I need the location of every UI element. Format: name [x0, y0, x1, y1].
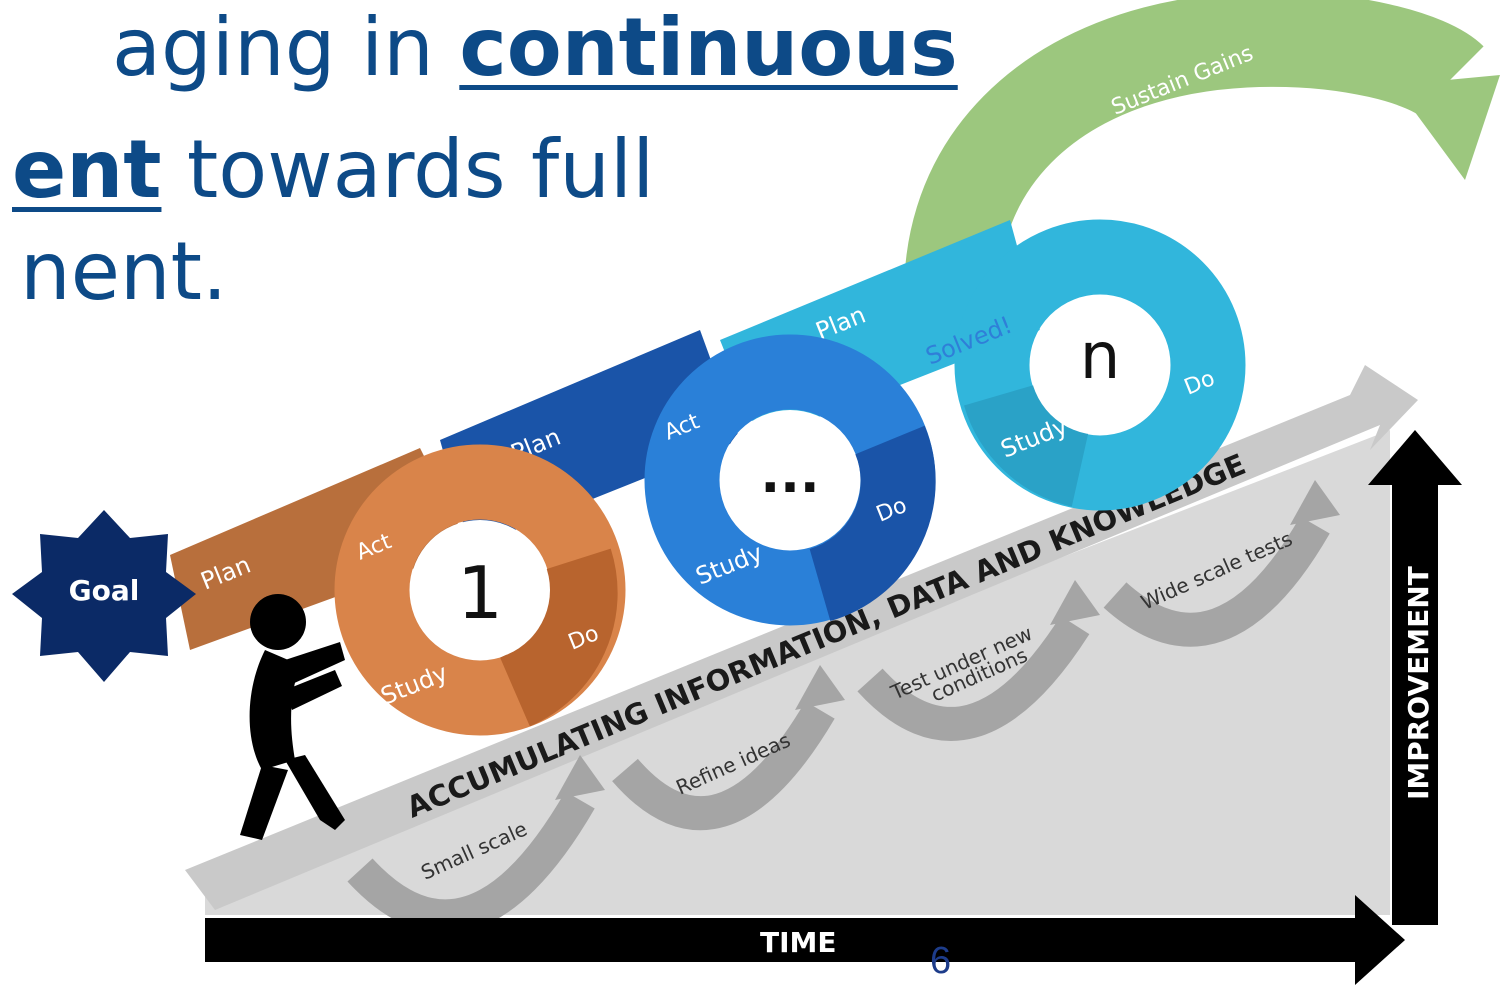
- time-label: TIME: [760, 926, 837, 959]
- goal-label: Goal: [69, 574, 140, 607]
- ramp-area: [205, 430, 1390, 915]
- step-arrowheads: [555, 480, 1340, 800]
- headline-line-3: nent.: [20, 225, 228, 318]
- sustain-gains-arc: [904, 0, 1484, 343]
- headline-emphasis: continuous: [459, 1, 958, 94]
- cycle-2-number: ...: [760, 445, 819, 505]
- cycle-3-ring: [954, 219, 1246, 511]
- headline-line-2: ent towards full: [12, 124, 654, 216]
- time-arrow: [205, 895, 1405, 985]
- improvement-label: IMPROVEMENT: [1402, 566, 1435, 800]
- cycle-1-hub: [410, 520, 550, 660]
- improvement-arrow: [1368, 430, 1462, 925]
- headline-text: towards full: [161, 123, 655, 216]
- cycle-2-hub: [720, 410, 860, 550]
- slide-number: 6: [930, 940, 952, 982]
- cycle-1-number: 1: [457, 551, 503, 635]
- person-pushing-icon: [240, 594, 345, 840]
- headline-line-1: aging in continuous: [112, 2, 958, 94]
- step-arrows: [347, 516, 1330, 934]
- cycle-3-hub: [1030, 295, 1170, 435]
- sustain-gains-arrowhead: [1395, 75, 1500, 180]
- cycle-1-do-segment: [498, 548, 618, 727]
- cycle-3-study-segment: [964, 383, 1090, 507]
- headline-text: aging in: [112, 1, 460, 94]
- cycle-2-do-segment: [808, 425, 936, 622]
- cycle-3-number: n: [1080, 320, 1121, 394]
- headline-emphasis: ent: [12, 123, 162, 216]
- goal-badge: [12, 510, 196, 682]
